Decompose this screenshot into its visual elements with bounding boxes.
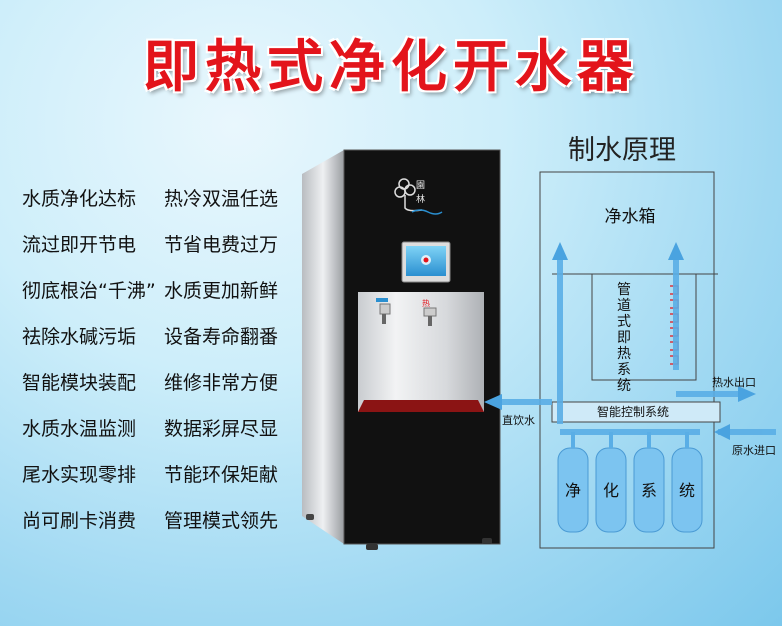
feature-row: 智能模块装配 维修非常方便 xyxy=(22,358,292,404)
feature-list: 水质净化达标 热冷双温任选 流过即开节电 节省电费过万 彻底根治“千沸” 水质更… xyxy=(22,174,292,542)
filter-label: 统 xyxy=(679,481,695,500)
hot-tap-label: 热 xyxy=(422,298,430,308)
feature-row: 彻底根治“千沸” 水质更加新鲜 xyxy=(22,266,292,312)
feature-row: 祛除水碱污垢 设备寿命翻番 xyxy=(22,312,292,358)
brand-logo: 園 林 xyxy=(394,178,443,215)
feature-row: 水质水温监测 数据彩屏尽显 xyxy=(22,404,292,450)
feature-item: 水质净化达标 xyxy=(22,187,137,210)
feature-item: 流过即开节电 xyxy=(22,233,137,256)
raw-inlet-label: 原水进口 xyxy=(732,444,776,457)
hot-tap: 热 xyxy=(422,298,437,326)
feature-row: 流过即开节电 节省电费过万 xyxy=(22,220,292,266)
feature-row: 尚可刷卡消费 管理模式领先 xyxy=(22,496,292,542)
filter-label: 系 xyxy=(641,481,657,500)
feature-item: 智能模块装配 xyxy=(22,371,137,394)
dispensing-area xyxy=(358,292,484,412)
water-dispenser-image: 園 林 热 xyxy=(302,149,501,550)
feature-item: 水质更加新鲜 xyxy=(164,279,279,302)
feature-row: 尾水实现零排 节能环保矩献 xyxy=(22,450,292,496)
diagram-title: 制水原理 xyxy=(568,135,676,166)
feature-item: 尾水实现零排 xyxy=(22,463,137,486)
heater-label: 管道式即热系统 xyxy=(617,282,631,394)
arrow-right-icon xyxy=(738,386,756,402)
feature-item: 管理模式领先 xyxy=(164,509,279,532)
cold-tap xyxy=(376,298,391,324)
wheel xyxy=(366,544,378,550)
arrow-up-icon xyxy=(668,242,684,260)
feature-item: 节能环保矩献 xyxy=(164,463,279,486)
feature-item: 维修非常方便 xyxy=(164,371,279,394)
direct-drink-label: 直饮水 xyxy=(502,413,535,427)
feature-item: 热冷双温任选 xyxy=(164,187,279,210)
feature-item: 祛除水碱污垢 xyxy=(22,325,137,348)
feature-row: 水质净化达标 热冷双温任选 xyxy=(22,174,292,220)
heater-box xyxy=(591,273,697,381)
tank-label: 净水箱 xyxy=(605,207,656,227)
filter-label: 净 xyxy=(565,481,581,500)
control-label: 智能控制系统 xyxy=(597,404,669,419)
control-system-box xyxy=(551,401,721,423)
diagram-outer-frame xyxy=(539,171,715,549)
feature-item: 数据彩屏尽显 xyxy=(164,417,279,440)
feature-item: 水质水温监测 xyxy=(22,417,137,440)
feature-item: 尚可刷卡消费 xyxy=(22,509,137,532)
arrow-left-icon xyxy=(714,424,730,440)
water-process-diagram: 净 化 系 统 净水箱 智能控制系统 热水出口 直饮水 原水进口 xyxy=(484,171,776,549)
hot-outlet-label: 热水出口 xyxy=(712,375,756,389)
arrow-up-icon xyxy=(552,242,568,260)
wheel xyxy=(482,538,492,544)
feature-item: 彻底根治“千沸” xyxy=(22,279,156,302)
logo-text: 林 xyxy=(416,193,425,205)
filter-cylinders xyxy=(557,432,703,533)
machine-side-panel xyxy=(302,150,344,544)
arrow-left-icon xyxy=(484,394,502,410)
drip-tray xyxy=(358,400,484,412)
logo-text: 園 xyxy=(416,180,425,191)
filter-label: 化 xyxy=(603,481,619,500)
wheel xyxy=(306,514,314,520)
feature-item: 节省电费过万 xyxy=(164,233,279,256)
page-title: 即热式净化开水器 xyxy=(143,34,639,100)
feature-item: 设备寿命翻番 xyxy=(164,325,279,348)
